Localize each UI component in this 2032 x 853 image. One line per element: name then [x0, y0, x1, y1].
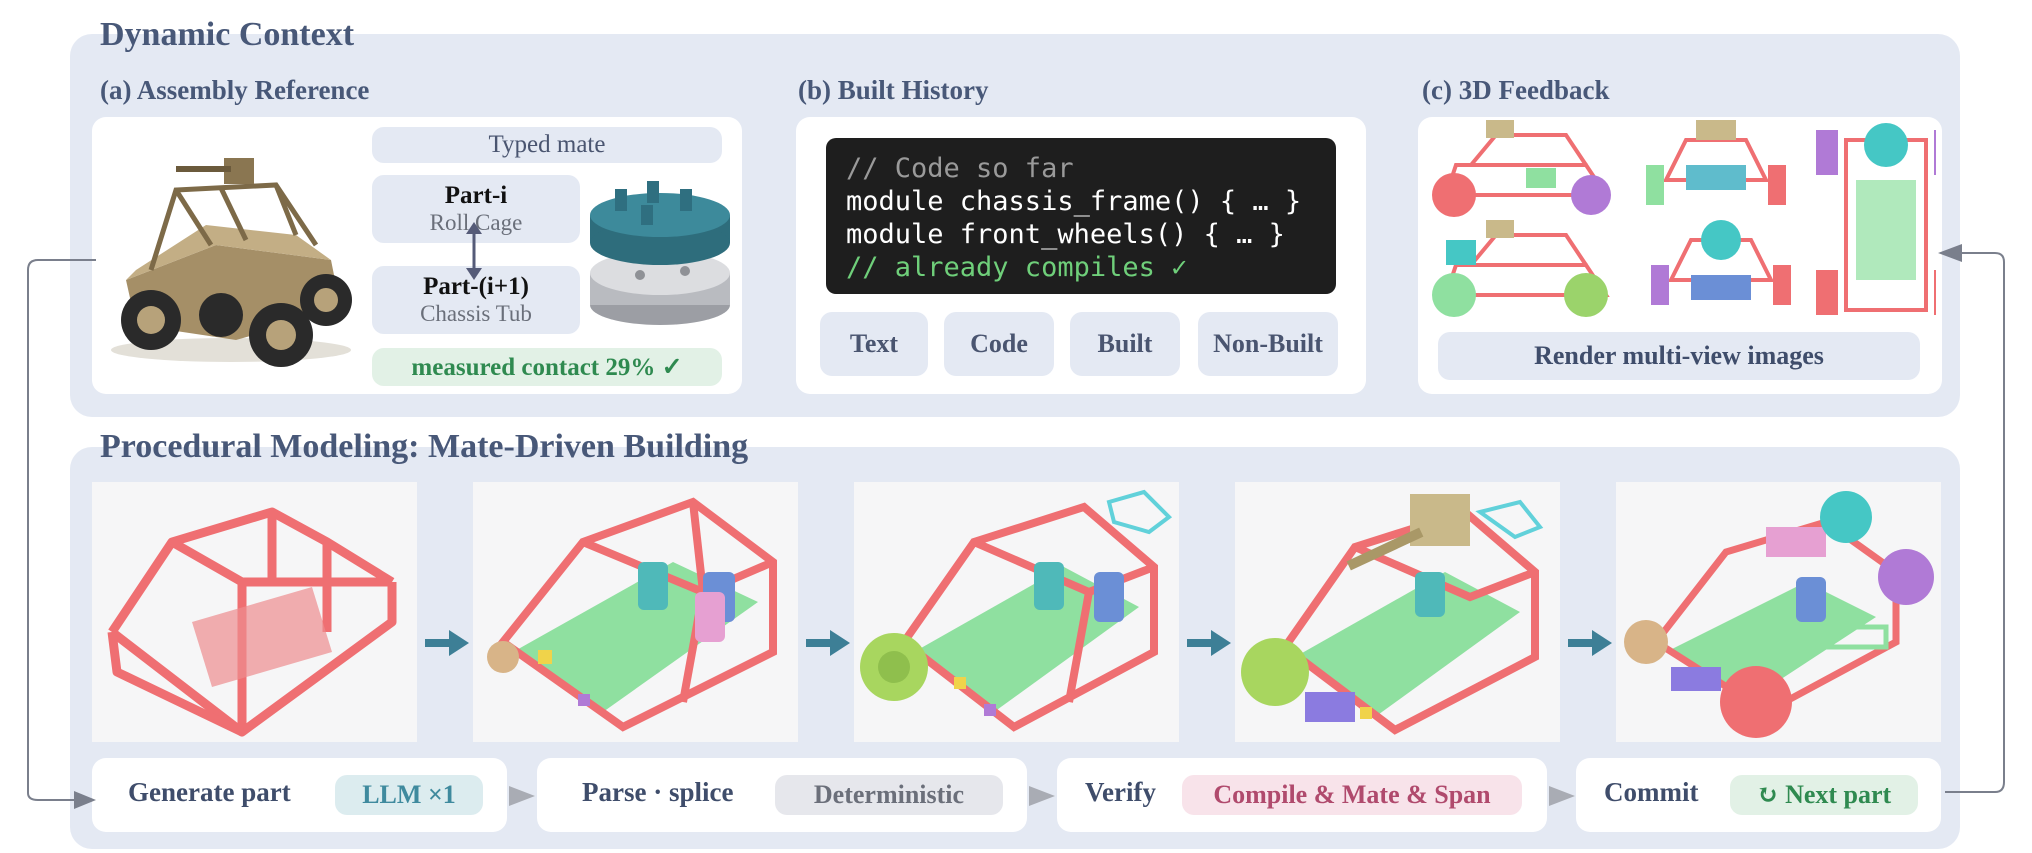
- procedural-title: Procedural Modeling: Mate-Driven Buildin…: [100, 428, 749, 465]
- history-tag-text: Text: [820, 312, 928, 376]
- code-line-1: // Code so far: [846, 153, 1074, 184]
- part-i-name: Part-i: [444, 182, 508, 209]
- multi-view-renders: [1432, 120, 1936, 317]
- mate-parts-icon: [590, 181, 730, 325]
- frame-render-5: [1624, 491, 1934, 738]
- built-history-title: (b) Built History: [798, 75, 989, 105]
- build-stage-2: [473, 482, 798, 742]
- stage-arrow-4-icon: [1568, 630, 1612, 656]
- render-multi-view-button: Render multi-view images: [1438, 332, 1920, 380]
- step-commit-tag: ↻ Next part: [1730, 775, 1918, 815]
- part-next-box: Part-(i+1) Chassis Tub: [372, 266, 580, 334]
- mate-double-arrow-icon: [466, 222, 482, 280]
- stage-arrow-1-icon: [425, 630, 469, 656]
- history-tag-code: Code: [944, 312, 1054, 376]
- step-arrow-1-icon: [509, 786, 535, 806]
- frame-render-2: [487, 497, 777, 732]
- build-stage-3: [854, 482, 1179, 742]
- step-commit-label: Commit: [1604, 777, 1699, 807]
- part-i-box: Part-i Roll Cage: [372, 175, 580, 243]
- history-tag-built: Built: [1070, 312, 1180, 376]
- step-arrow-2-icon: [1029, 786, 1055, 806]
- step-generate-label: Generate part: [128, 777, 291, 807]
- assembly-reference-title: (a) Assembly Reference: [100, 75, 370, 105]
- stage-arrow-3-icon: [1187, 630, 1231, 656]
- build-stage-4: [1235, 482, 1560, 742]
- part-next-name: Part-(i+1): [423, 273, 529, 300]
- build-stage-5: [1616, 482, 1941, 742]
- code-line-4: // already compiles ✓: [846, 252, 1188, 283]
- part-next-desc: Chassis Tub: [420, 301, 532, 326]
- frame-render-1: [107, 507, 397, 737]
- step-generate-tag: LLM ×1: [335, 775, 483, 815]
- typed-mate-label: Typed mate: [372, 127, 722, 163]
- frame-render-4: [1241, 494, 1544, 735]
- step-verify-tag: Compile & Mate & Span: [1182, 775, 1522, 815]
- history-tag-non-built: Non-Built: [1198, 312, 1338, 376]
- loop-arrow-right-icon: [1938, 244, 1962, 262]
- step-parse-label: Parse · splice: [582, 777, 734, 807]
- step-parse-tag: Deterministic: [775, 775, 1003, 815]
- contact-measure-badge: measured contact 29% ✓: [372, 348, 722, 386]
- step-verify-label: Verify: [1085, 777, 1156, 807]
- stage-arrow-2-icon: [806, 630, 850, 656]
- dynamic-context-title: Dynamic Context: [100, 16, 355, 53]
- code-line-2: module chassis_frame() { … }: [846, 186, 1302, 217]
- code-line-3: module front_wheels() { … }: [846, 219, 1285, 250]
- frame-render-3: [860, 489, 1173, 732]
- build-stage-1: [92, 482, 417, 742]
- step-arrow-3-icon: [1549, 786, 1575, 806]
- code-block: // Code so far module chassis_frame() { …: [826, 138, 1336, 294]
- feedback-title: (c) 3D Feedback: [1422, 75, 1610, 105]
- reference-buggy-image: [111, 158, 352, 367]
- loop-arrow-left-icon: [74, 791, 96, 809]
